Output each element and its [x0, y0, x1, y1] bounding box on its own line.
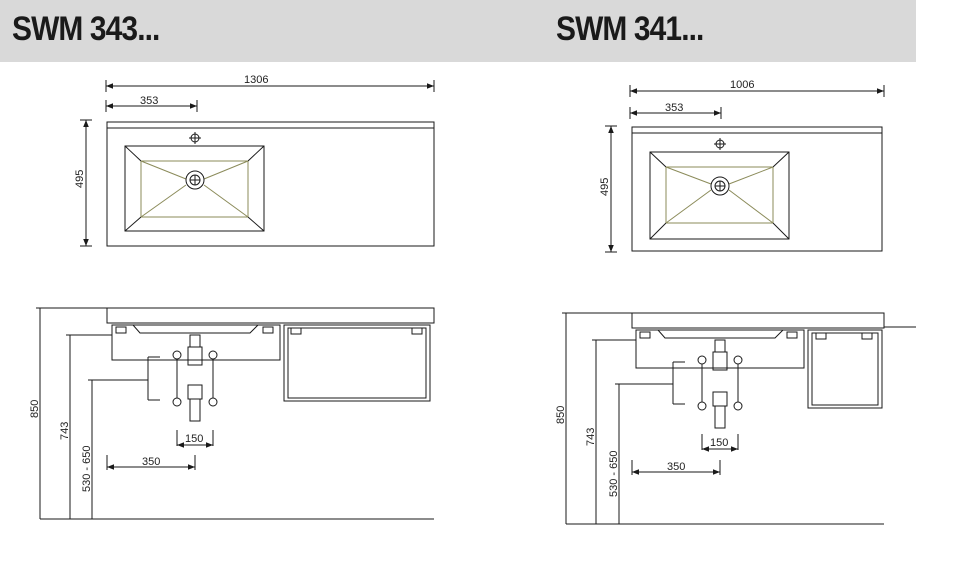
basin-outer [649, 151, 790, 240]
left-siphon [187, 346, 203, 366]
left-height-drain-label: 743 [59, 422, 71, 440]
right-height-drain-label: 743 [585, 428, 597, 446]
right-pipe-gap-label: 150 [710, 437, 728, 449]
title-swm-343: SWM 343... [12, 10, 160, 48]
left-width-label: 1306 [244, 74, 268, 86]
drain-icon [185, 170, 205, 190]
title-swm-341: SWM 341... [556, 10, 704, 48]
basin-outer [124, 145, 265, 232]
left-pipe-offset-label: 350 [142, 456, 160, 468]
left-offset-label: 353 [140, 95, 158, 107]
right-plan-view [605, 85, 885, 253]
basin-inner [140, 160, 249, 218]
right-offset-label: 353 [665, 102, 683, 114]
right-depth-label: 495 [599, 178, 611, 196]
right-counter-section [631, 312, 885, 329]
countertop-outline [631, 126, 883, 252]
left-depth-label: 495 [74, 170, 86, 188]
right-height-total-label: 850 [555, 406, 567, 424]
left-elevation-view [36, 307, 435, 520]
left-cabinet [635, 329, 805, 369]
left-height-range-label: 530 - 650 [81, 446, 93, 492]
countertop-outline [106, 121, 435, 247]
basin-inner [665, 166, 774, 224]
right-siphon [712, 351, 728, 371]
right-cabinet [807, 329, 883, 409]
right-pipe-offset-label: 350 [667, 461, 685, 473]
right-cabinet [283, 324, 431, 402]
right-height-range-label: 530 - 650 [608, 451, 620, 497]
right-width-label: 1006 [730, 79, 754, 91]
right-elevation-view [562, 312, 916, 525]
left-counter-section [106, 307, 435, 324]
drain-icon [710, 176, 730, 196]
header-band [0, 0, 916, 62]
left-height-total-label: 850 [29, 400, 41, 418]
left-pipe-gap-label: 150 [185, 433, 203, 445]
left-plan-view [80, 80, 435, 247]
left-cabinet [111, 324, 281, 361]
